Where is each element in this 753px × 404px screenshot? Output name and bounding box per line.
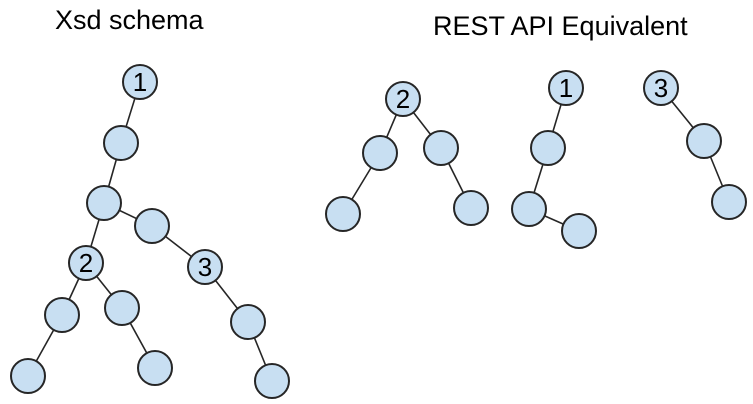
tree-node-x11	[230, 304, 266, 340]
tree-node-a5	[453, 190, 489, 226]
tree-node-c3	[711, 184, 747, 220]
tree-node-label-x6: 3	[198, 252, 212, 282]
tree-node-x6	[187, 249, 223, 285]
tree-node-label-x1: 1	[133, 67, 147, 97]
tree-node-b1	[548, 70, 584, 106]
tree-node-label-x5: 2	[79, 248, 93, 278]
tree-node-c1	[643, 70, 679, 106]
tree-node-a2	[385, 81, 421, 117]
tree-node-x10	[137, 350, 173, 386]
tree-node-b4	[561, 213, 597, 249]
tree-node-x9	[10, 358, 46, 394]
nodes: 1 2 3 2 1 3	[10, 64, 747, 399]
tree-node-label-b1: 1	[559, 73, 573, 103]
tree-node-x8	[104, 290, 140, 326]
tree-node-x12	[254, 363, 290, 399]
xsd-schema-title: Xsd schema	[55, 5, 205, 35]
tree-node-a4	[325, 196, 361, 232]
tree-node-c2	[686, 123, 722, 159]
tree-node-x4	[134, 208, 170, 244]
tree-node-x1	[122, 64, 158, 100]
edges	[27, 81, 730, 382]
tree-node-a1	[362, 135, 398, 171]
tree-node-b3	[511, 191, 547, 227]
tree-node-x5	[68, 245, 104, 281]
tree-node-x2	[103, 125, 139, 161]
tree-node-b2	[530, 130, 566, 166]
tree-node-x3	[86, 185, 122, 221]
tree-node-label-c1: 3	[654, 73, 668, 103]
tree-node-label-a2: 2	[396, 84, 410, 114]
rest-api-title: REST API Equivalent	[433, 11, 688, 41]
tree-node-a3	[423, 130, 459, 166]
tree-node-x7	[44, 297, 80, 333]
